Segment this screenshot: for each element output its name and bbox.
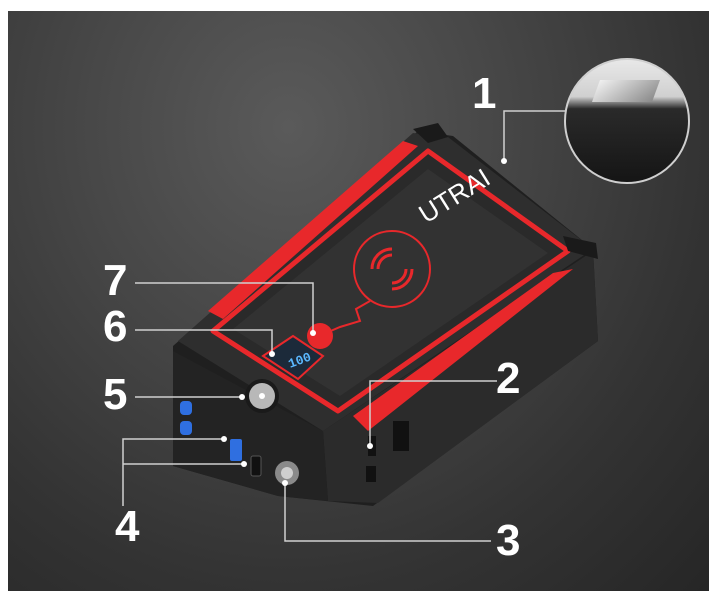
flashlight-button[interactable] (307, 323, 333, 349)
callout-5: 5 (103, 370, 128, 419)
usb-a-port-blue (230, 439, 242, 461)
detail-inset (564, 58, 690, 184)
callout-3: 3 (496, 516, 521, 565)
jump-starter-illustration: UTRAI 100 (122, 110, 598, 542)
callout-6: 6 (103, 302, 128, 351)
usb-a-port-black (250, 455, 262, 477)
callout-7: 7 (103, 256, 128, 305)
callout-2: 2 (496, 354, 521, 403)
callout-1: 1 (472, 69, 497, 118)
device-body: UTRAI 100 (173, 123, 598, 506)
callout-lines (122, 110, 568, 542)
product-image-stage: UTRAI 100 (8, 11, 709, 591)
corner-detail (591, 80, 661, 102)
callout-4: 4 (115, 502, 140, 551)
callout-dots (221, 158, 507, 486)
